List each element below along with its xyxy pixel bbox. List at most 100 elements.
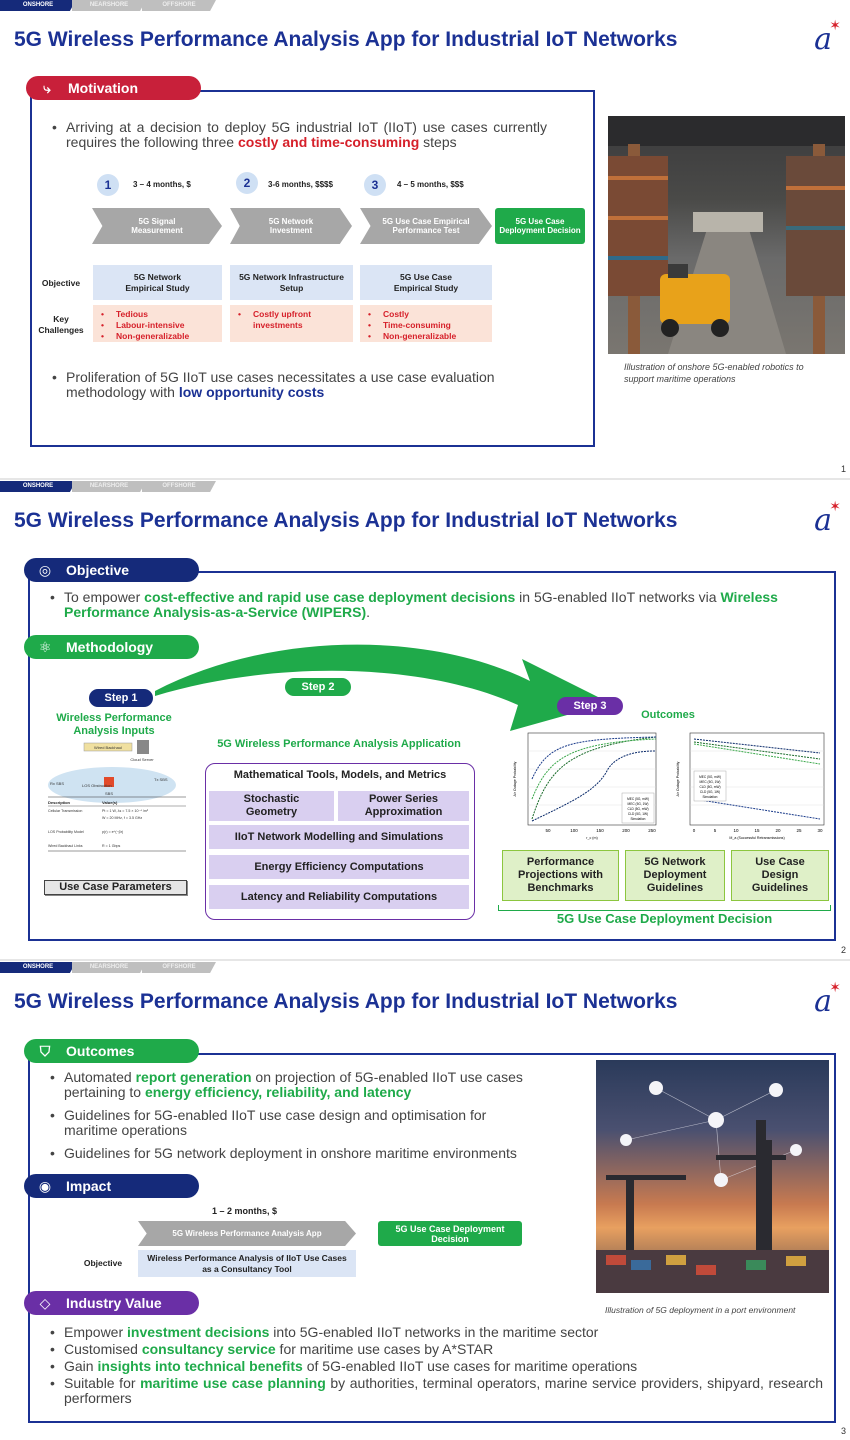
chevron-step-2: 5G Network Investment bbox=[230, 208, 352, 244]
ripple-icon: ◉ bbox=[38, 1178, 52, 1194]
outcome-item-1: Automated report generation on projectio… bbox=[48, 1070, 568, 1100]
chart2-ylabel: Air Outage Probability bbox=[676, 761, 680, 796]
port-illustration bbox=[596, 1081, 829, 1293]
tab-onshore[interactable]: ONSHORE bbox=[0, 962, 76, 973]
tab-onshore[interactable]: ONSHORE bbox=[0, 481, 76, 492]
app-title: 5G Wireless Performance Analysis Applica… bbox=[217, 738, 461, 750]
challenges-step-1: Tedious Labour-intensive Non-generalizab… bbox=[93, 305, 222, 342]
astar-logo: a✶ bbox=[814, 18, 841, 57]
app-box bbox=[205, 763, 475, 920]
row-label-objective: Objective bbox=[41, 278, 81, 288]
motivation-header: ⤷Motivation bbox=[26, 76, 201, 100]
tab-offshore[interactable]: OFFSHORE bbox=[142, 0, 216, 11]
robot-caption: Illustration of onshore 5G-enabled robot… bbox=[624, 362, 804, 384]
chart1-legend-4: CLD (5G, 1W) bbox=[628, 812, 648, 816]
logo-star-icon: ✶ bbox=[829, 980, 841, 996]
page-title: 5G Wireless Performance Analysis App for… bbox=[14, 509, 678, 532]
logo-letter: a bbox=[814, 22, 832, 57]
robot-illustration bbox=[608, 116, 845, 354]
tool-power-series: Power Series Approximation bbox=[338, 791, 469, 821]
astar-logo: a✶ bbox=[814, 499, 841, 538]
chart1-legend-2: MEC (5G, 1W) bbox=[628, 802, 649, 806]
chevron-step-3: 5G Use Case Empirical Performance Test bbox=[360, 208, 492, 244]
chart1-xtick-4: 200 bbox=[622, 828, 630, 833]
slide-2: ONSHORE NEARSHORE OFFSHORE 5G Wireless P… bbox=[0, 481, 850, 959]
deployment-decision-label: 5G Use Case Deployment Decision bbox=[556, 911, 773, 926]
tab-nearshore[interactable]: NEARSHORE bbox=[72, 481, 146, 492]
impact-chevron: 5G Wireless Performance Analysis App bbox=[138, 1221, 356, 1246]
tab-offshore[interactable]: OFFSHORE bbox=[142, 481, 216, 492]
tab-onshore[interactable]: ONSHORE bbox=[0, 0, 76, 11]
use-case-parameters-button[interactable]: Use Case Parameters bbox=[44, 880, 187, 895]
motivation-label: Motivation bbox=[68, 80, 138, 96]
chart-outage-vs-retransmissions: MEC (5G, mW) MEC (5G, 1W) CLD (5G, mW) C… bbox=[676, 732, 825, 840]
tool-stochastic-geometry: Stochastic Geometry bbox=[209, 791, 334, 821]
diagram-los-label: LOS Obstruction bbox=[82, 783, 112, 788]
industry-value-item-4: Suitable for maritime use case planning … bbox=[48, 1376, 823, 1406]
param-table-h1: Description bbox=[48, 800, 71, 805]
objective-bullet: To empower cost-effective and rapid use … bbox=[48, 590, 808, 620]
outcome-item-3: Guidelines for 5G network deployment in … bbox=[48, 1146, 568, 1162]
chart2-legend-5: Simulation bbox=[703, 795, 718, 799]
region-tabs: ONSHORE NEARSHORE OFFSHORE bbox=[0, 962, 216, 973]
impact-time: 1 – 2 months, $ bbox=[212, 1206, 278, 1216]
slide-3: ONSHORE NEARSHORE OFFSHORE 5G Wireless P… bbox=[0, 962, 850, 1440]
step1-badge: Step 1 bbox=[89, 689, 153, 707]
robot-photo bbox=[608, 116, 845, 354]
slide3-frame bbox=[28, 1053, 836, 1423]
outcome-network-guidelines: 5G Network Deployment Guidelines bbox=[625, 850, 725, 901]
tab-nearshore[interactable]: NEARSHORE bbox=[72, 0, 146, 11]
outcomes-header: ⛉Outcomes bbox=[24, 1039, 199, 1063]
industry-value-item-1: Empower investment decisions into 5G-ena… bbox=[48, 1325, 823, 1341]
slide-divider bbox=[0, 478, 850, 480]
tab-nearshore[interactable]: NEARSHORE bbox=[72, 962, 146, 973]
param-row3-value: p(r) = e^(−βr) bbox=[102, 830, 123, 834]
diagram-tx-label: Tx SBS bbox=[154, 777, 168, 782]
outcome-design-guidelines: Use Case Design Guidelines bbox=[731, 850, 829, 901]
port-photo bbox=[596, 1060, 829, 1293]
logo-star-icon: ✶ bbox=[829, 18, 841, 34]
region-tabs: ONSHORE NEARSHORE OFFSHORE bbox=[0, 481, 216, 492]
param-row2-value: W = 20 MHz, f = 3.5 GHz bbox=[102, 816, 142, 820]
target-icon: ◎ bbox=[38, 562, 52, 578]
param-row1-value: Pt = 1 W, λs = 7.5 × 10⁻⁴ /m² bbox=[102, 809, 149, 813]
chevron-step-1: 5G Signal Measurement bbox=[92, 208, 222, 244]
industry-value-header: ◇Industry Value bbox=[24, 1291, 199, 1315]
region-tabs: ONSHORE NEARSHORE OFFSHORE bbox=[0, 0, 216, 11]
param-row4-label: Wired Backhaul Links bbox=[48, 844, 83, 848]
page-title: 5G Wireless Performance Analysis App for… bbox=[14, 28, 678, 51]
diagram-rx-label: Rx SBS bbox=[50, 781, 64, 786]
chart-outage-vs-distance: MEC (5G, mW) MEC (5G, 1W) CLD (5G, mW) C… bbox=[513, 732, 657, 840]
page-title: 5G Wireless Performance Analysis App for… bbox=[14, 990, 678, 1013]
tab-offshore[interactable]: OFFSHORE bbox=[142, 962, 216, 973]
row-energy-efficiency: Energy Efficiency Computations bbox=[209, 855, 469, 879]
chart2-xlabel: M_a (Successful Retransmissions) bbox=[729, 836, 784, 840]
objective-text: To empower cost-effective and rapid use … bbox=[48, 590, 808, 620]
objective-step-3: 5G Use Case Empirical Study bbox=[360, 265, 492, 300]
impact-objective-box: Wireless Performance Analysis of IIoT Us… bbox=[138, 1250, 356, 1277]
motivation-bullets-2: Proliferation of 5G IIoT use cases neces… bbox=[50, 370, 547, 400]
diamond-icon: ◇ bbox=[39, 1295, 51, 1311]
atom-icon: ⚛ bbox=[38, 639, 52, 655]
slide2-frame bbox=[28, 571, 836, 941]
chart2-xtick-4: 15 bbox=[754, 828, 760, 833]
param-row4-value: R = 1 Gbps bbox=[102, 844, 120, 848]
param-table-h2: Value(s) bbox=[102, 800, 118, 805]
chart1-legend-5: Simulation bbox=[631, 817, 646, 821]
diagram-cloud-label: Cloud Server bbox=[130, 757, 154, 762]
step-time-3: 4 – 5 months, $$$ bbox=[397, 180, 464, 189]
chart2-legend-4: CLD (5G, 1W) bbox=[700, 790, 720, 794]
outcomes-list: Automated report generation on projectio… bbox=[48, 1070, 568, 1162]
chart2-xtick-6: 25 bbox=[796, 828, 802, 833]
chart2-xtick-1: 0 bbox=[693, 828, 696, 833]
outcomes-brace bbox=[498, 905, 831, 911]
diagram-sbs-label: SBS bbox=[105, 791, 113, 796]
chart1-xtick-2: 100 bbox=[570, 828, 578, 833]
industry-value-item-2: Customised consultancy service for marit… bbox=[48, 1342, 823, 1358]
chart2-legend-3: CLD (5G, mW) bbox=[699, 785, 720, 789]
methodology-header: ⚛Methodology bbox=[24, 635, 199, 659]
step3-badge: Step 3 bbox=[557, 697, 623, 715]
chart1-xtick-5: 250 bbox=[648, 828, 656, 833]
row-label-challenges: Key Challenges bbox=[38, 314, 84, 335]
inputs-title: Wireless Performance Analysis Inputs bbox=[56, 712, 172, 737]
